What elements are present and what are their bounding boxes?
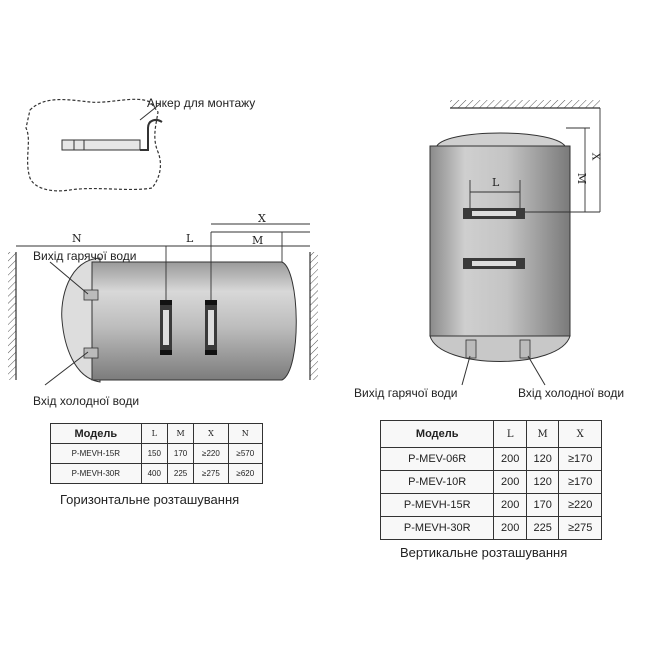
table-cell: 200 xyxy=(493,447,527,471)
column-header: L xyxy=(140,423,168,444)
table-row: P-MEVH-30R 200 225 ≥275 xyxy=(379,516,602,540)
table-cell: ≥220 xyxy=(193,443,229,464)
table-cell: 150 xyxy=(140,443,168,464)
table-cell: 120 xyxy=(525,470,560,494)
caption-vertical: Вертикальне розташування xyxy=(400,545,568,560)
caption-horizontal: Горизонтальне розташування xyxy=(60,492,240,507)
table-cell: P-MEV-06R xyxy=(379,447,495,471)
column-header: Модель xyxy=(379,420,495,448)
table-cell: 170 xyxy=(166,443,195,464)
table-cell: 120 xyxy=(525,447,560,471)
column-header: M xyxy=(525,420,560,448)
column-header: Модель xyxy=(50,423,142,444)
ceiling xyxy=(450,100,600,108)
horizontal-tank xyxy=(8,223,318,386)
table-row: P-MEV-06R 200 120 ≥170 xyxy=(379,447,602,471)
vertical-tank xyxy=(429,100,601,386)
table-header-row: Модель L M X N xyxy=(50,423,264,444)
cold-water-inlet-label: Вхід холодної води xyxy=(33,394,140,408)
dim-label-x: X xyxy=(589,152,603,161)
column-header: M xyxy=(166,423,195,444)
table-cell: ≥275 xyxy=(558,516,602,540)
column-header: L xyxy=(493,420,527,448)
dim-label-m: M xyxy=(575,172,589,185)
wall-right xyxy=(310,252,318,380)
anchor-detail xyxy=(25,98,163,192)
hot-water-outlet-label: Вихід гарячої води xyxy=(354,386,458,400)
dim-label-x: X xyxy=(258,212,266,225)
column-header: X xyxy=(558,420,602,448)
table-cell: ≥170 xyxy=(558,447,602,471)
table-cell: ≥275 xyxy=(193,463,229,484)
table-cell: 225 xyxy=(525,516,560,540)
table-cell: ≥620 xyxy=(227,463,264,484)
table-cell: 200 xyxy=(493,470,527,494)
table-cell: 400 xyxy=(140,463,168,484)
bracket xyxy=(463,208,525,219)
table-cell: ≥570 xyxy=(227,443,264,464)
horizontal-spec-table: Модель L M X N P-MEVH-15R 150 170 ≥220 ≥… xyxy=(50,423,264,484)
table-header-row: Модель L M X xyxy=(379,420,602,448)
bracket xyxy=(463,258,525,269)
table-cell: P-MEVH-15R xyxy=(379,493,495,517)
table-cell: P-MEVH-15R xyxy=(50,443,142,464)
column-header: N xyxy=(227,423,264,444)
dim-label-m: M xyxy=(252,234,264,247)
dim-label-l: L xyxy=(492,176,500,189)
table-cell: P-MEV-10R xyxy=(379,470,495,494)
table-cell: ≥220 xyxy=(558,493,602,517)
bracket xyxy=(205,300,217,355)
column-header: X xyxy=(193,423,229,444)
table-row: P-MEV-10R 200 120 ≥170 xyxy=(379,470,602,494)
dim-label-n: N xyxy=(72,232,82,245)
table-cell: P-MEVH-30R xyxy=(50,463,142,484)
dim-label-l: L xyxy=(186,232,194,245)
vertical-spec-table: Модель L M X P-MEV-06R 200 120 ≥170 P-ME… xyxy=(379,420,602,540)
table-cell: 225 xyxy=(166,463,195,484)
anchor-label: Анкер для монтажу xyxy=(147,96,256,110)
cold-water-inlet-label: Вхід холодної води xyxy=(518,386,625,400)
table-cell: 170 xyxy=(525,493,560,517)
table-cell: P-MEVH-30R xyxy=(379,516,495,540)
hot-water-outlet-label: Вихід гарячої води xyxy=(33,249,137,263)
table-row: P-MEVH-15R 200 170 ≥220 xyxy=(379,493,602,517)
bracket xyxy=(160,300,172,355)
table-cell: 200 xyxy=(493,516,527,540)
table-row: P-MEVH-30R 400 225 ≥275 ≥620 xyxy=(50,463,264,484)
wall-left xyxy=(8,252,16,380)
table-cell: 200 xyxy=(493,493,527,517)
table-row: P-MEVH-15R 150 170 ≥220 ≥570 xyxy=(50,443,264,464)
table-cell: ≥170 xyxy=(558,470,602,494)
